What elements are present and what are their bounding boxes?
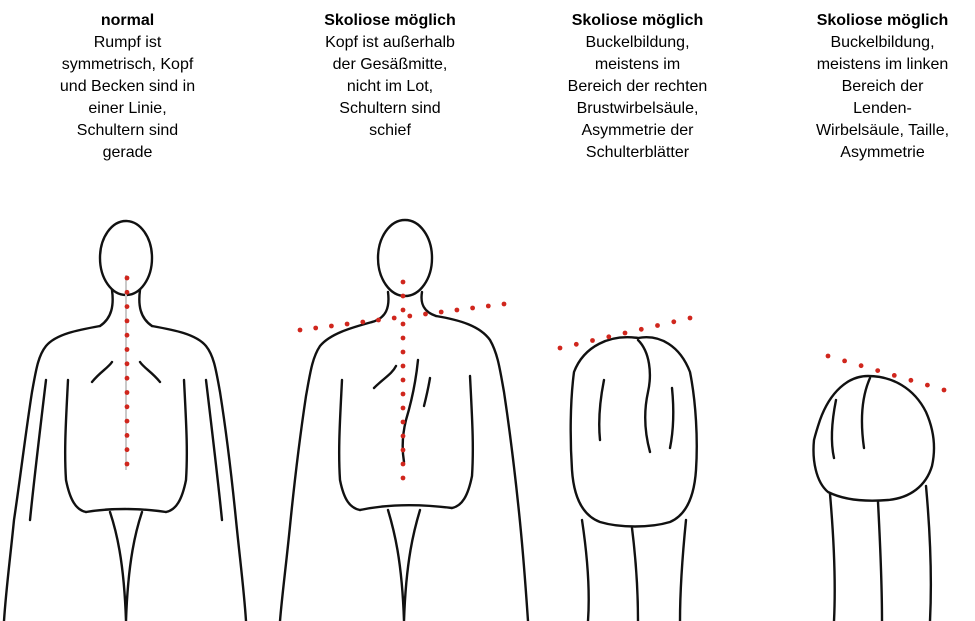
figure-lumbar-hump <box>814 376 934 621</box>
shoulder-line-dot <box>329 324 334 329</box>
plumb-line-dot <box>125 433 130 438</box>
shoulder-line-dot <box>455 308 460 313</box>
shoulder-blade-left <box>832 400 836 458</box>
plumb-line-dot <box>125 304 130 309</box>
plumb-line-dot <box>401 294 406 299</box>
torso-outline <box>4 326 100 621</box>
plumb-line-dot <box>125 404 130 409</box>
hump-line-dot <box>623 331 628 336</box>
hump-outline <box>862 378 870 448</box>
leg-gap <box>878 502 882 621</box>
shoulder-line-dot <box>423 312 428 317</box>
plumb-line-dot <box>125 290 130 295</box>
plumb-line-dot <box>125 376 130 381</box>
shoulder-blade-right <box>670 388 673 448</box>
figure-thoracic-hump <box>571 337 697 621</box>
hump-line-dot <box>671 319 676 324</box>
plumb-line-dot <box>401 308 406 313</box>
plumb-line-dot <box>401 420 406 425</box>
shoulder-line-dot <box>376 318 381 323</box>
shoulder-line-dot <box>502 302 507 307</box>
hump-line-dot <box>574 342 579 347</box>
shoulder-blade-left <box>92 362 112 382</box>
marker-dots <box>125 276 947 481</box>
shoulder-line-dot <box>313 326 318 331</box>
back-outline <box>571 337 697 526</box>
plumb-line-dot <box>401 336 406 341</box>
head-outline <box>378 220 432 296</box>
hump-line-dot <box>909 378 914 383</box>
shoulder-line-dot <box>298 328 303 333</box>
curved-spine-outline <box>403 360 418 462</box>
buttocks-outline <box>388 510 420 621</box>
shoulder-blade-left <box>374 366 396 388</box>
plumb-line-dot <box>125 390 130 395</box>
hump-line-dot <box>606 334 611 339</box>
hump-line-dot <box>590 338 595 343</box>
plumb-line-dot <box>125 419 130 424</box>
hump-line-dot <box>655 323 660 328</box>
plumb-line-dot <box>401 448 406 453</box>
hump-line-dot <box>942 388 947 393</box>
hump-line-dot <box>892 373 897 378</box>
plumb-line-dot <box>401 280 406 285</box>
torso-outline <box>152 326 246 621</box>
waist-outline <box>86 509 166 512</box>
arm-inner-outline <box>339 376 473 510</box>
plumb-line-dot <box>401 350 406 355</box>
hump-line-dot <box>639 327 644 332</box>
plumb-line-dot <box>125 447 130 452</box>
leg-gap <box>632 528 638 621</box>
shoulder-blade-left <box>599 380 604 440</box>
buttocks-outline <box>110 512 142 621</box>
hump-line-dot <box>842 359 847 364</box>
shoulder-line-dot <box>470 306 475 311</box>
hump-line-dot <box>688 316 693 321</box>
shoulder-line-dot <box>360 320 365 325</box>
hump-line-dot <box>925 383 930 388</box>
hump-line-dot <box>859 363 864 368</box>
plumb-line-dot <box>401 406 406 411</box>
hump-line-dot <box>558 346 563 351</box>
torso-outline <box>280 322 372 621</box>
plumb-line-dot <box>401 476 406 481</box>
plumb-line-dot <box>401 322 406 327</box>
plumb-line-dot <box>125 462 130 467</box>
shoulder-line-dot <box>392 316 397 321</box>
plumb-line-dot <box>401 364 406 369</box>
hump-outline <box>638 340 650 452</box>
shoulder-line-dot <box>407 314 412 319</box>
waist-outline <box>360 505 452 510</box>
plumb-line-dot <box>125 333 130 338</box>
shoulder-line-dot <box>486 304 491 309</box>
plumb-line-dot <box>125 319 130 324</box>
shoulder-blade-right <box>140 362 160 382</box>
shoulder-line-dot <box>345 322 350 327</box>
plumb-line-dot <box>125 347 130 352</box>
torso-outline <box>436 316 528 621</box>
plumb-line-dot <box>401 434 406 439</box>
plumb-line-dot <box>401 392 406 397</box>
shoulder-line-dot <box>439 310 444 315</box>
plumb-line-dot <box>401 462 406 467</box>
plumb-line-dot <box>125 361 130 366</box>
plumb-line-dot <box>401 378 406 383</box>
hump-line-dot <box>875 368 880 373</box>
hump-line-dot <box>826 354 831 359</box>
plumb-line-dot <box>125 276 130 281</box>
shoulder-blade-right <box>424 378 430 406</box>
